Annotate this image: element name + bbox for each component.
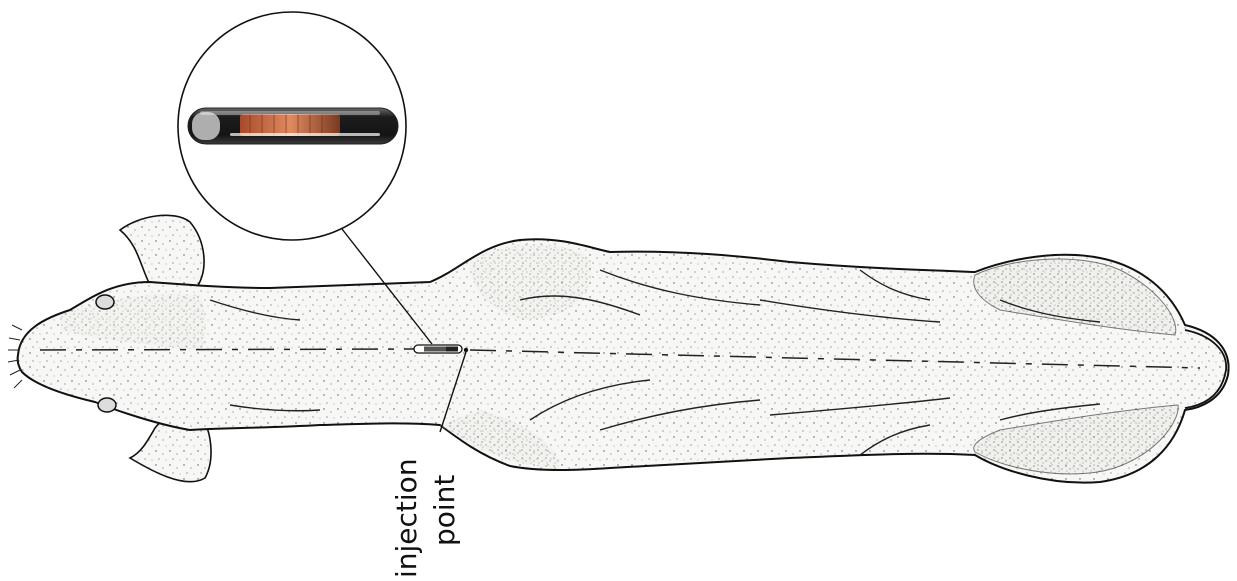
callout-label-line1: injection	[392, 458, 422, 578]
magnified-inset	[178, 12, 406, 240]
chip-highlight	[200, 111, 380, 115]
callout-label-line2: point	[430, 475, 460, 546]
injection-point-marker	[464, 348, 468, 352]
chip-end-cap	[192, 112, 220, 140]
eye-lower	[98, 398, 116, 412]
eye-upper	[96, 295, 114, 309]
implanted-chip	[414, 345, 462, 353]
dog-body	[8, 215, 1229, 482]
chip-reflection	[230, 133, 380, 136]
chip-coil	[240, 114, 340, 136]
